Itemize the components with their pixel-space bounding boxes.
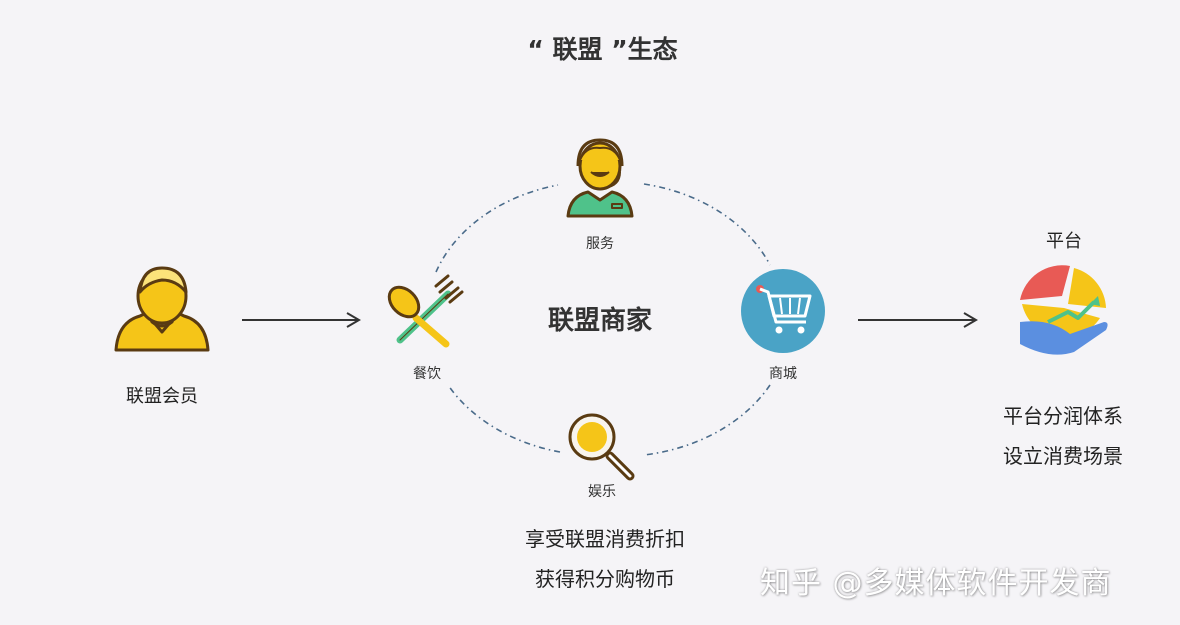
platform-line-1: 平台分润体系 — [1003, 404, 1123, 428]
arrow-member-to-merchant — [242, 312, 361, 328]
ring-arc-bottom-right — [643, 384, 771, 456]
page-title: “ 联盟 ”生态 — [527, 35, 678, 64]
node-label-entertainment: 娱乐 — [588, 484, 616, 500]
benefit-line-2: 获得积分购物币 — [535, 567, 675, 591]
chart-hand-icon — [1020, 265, 1108, 355]
node-label-dining: 餐饮 — [413, 366, 441, 382]
ring-arc-bottom-left — [447, 384, 561, 453]
member-label: 联盟会员 — [126, 386, 198, 407]
platform-title: 平台 — [1046, 231, 1082, 252]
node-label-mall: 商城 — [769, 366, 797, 382]
fork-spoon-icon — [387, 274, 464, 348]
merchant-center-label: 联盟商家 — [547, 306, 652, 336]
service-agent-icon — [566, 138, 634, 218]
watermark: 知乎 @多媒体软件开发商 — [760, 566, 1112, 601]
ring-arc-top-right — [643, 183, 771, 266]
member-person-icon — [114, 266, 210, 352]
merchant-ring — [435, 183, 771, 456]
magnifier-icon — [568, 413, 635, 481]
arrow-merchant-to-platform — [858, 312, 978, 328]
ring-arc-top-left — [435, 184, 559, 273]
platform-line-2: 设立消费场景 — [1003, 444, 1123, 468]
benefit-line-1: 享受联盟消费折扣 — [525, 527, 685, 551]
shopping-cart-icon — [741, 269, 825, 353]
node-label-service: 服务 — [586, 236, 614, 252]
